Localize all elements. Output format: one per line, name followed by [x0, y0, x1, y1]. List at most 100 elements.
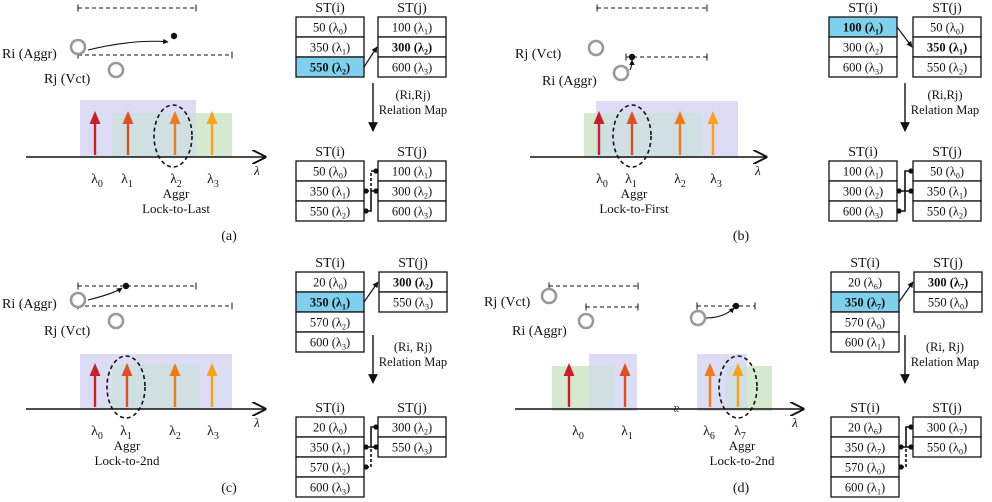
top-st-j-row-text: 50 (λ0): [930, 21, 964, 37]
wavelength-label: λ3: [710, 172, 722, 190]
bottom-st-i-row-cell: [830, 476, 900, 498]
tuning-curve-arrow: [629, 59, 635, 71]
top-st-i-row-text: 350 (λ7): [845, 296, 885, 312]
relation-link-dot: [898, 444, 904, 450]
relation-map-label: Relation Map: [379, 355, 447, 369]
router-b-label: Rj (Vct): [44, 72, 91, 87]
wavelength-arrowhead: [169, 111, 181, 124]
top-st-j-header: ST(j): [397, 1, 427, 16]
bottom-st-i-row-text: 570 (λ0): [845, 461, 885, 477]
wavelength-arrowhead: [707, 111, 719, 124]
relation-link-dot: [373, 188, 379, 194]
caption-line-1: Aggr: [163, 186, 190, 201]
relation-link: [366, 426, 376, 448]
selected-wavelength-ellipse: [718, 355, 758, 419]
top-st-j-header: ST(j): [933, 256, 963, 271]
tuning-curve-arrow: [705, 307, 735, 319]
lock-mapping-arrow: [363, 281, 379, 303]
bottom-st-i-row-text: 600 (λ3): [310, 481, 350, 497]
top-st-i-row-text: 350 (λ1): [310, 296, 350, 312]
top-st-j-row-text: 300 (λ2): [393, 276, 433, 292]
wavelength-label: λ0: [596, 172, 608, 190]
axis-lambda-label: λ: [754, 163, 761, 178]
bottom-st-i-header: ST(i): [315, 145, 345, 160]
caption-line-2: Lock-to-First: [599, 201, 669, 216]
axis-break-mark: ≈: [669, 405, 684, 412]
wavelength-label: λ1: [621, 424, 633, 442]
router-a-node: [69, 291, 87, 309]
relation-map-label: Relation Map: [911, 355, 979, 369]
wavelength-label: λ2: [674, 172, 686, 190]
wavelength-arrowhead: [593, 111, 605, 124]
relation-link: [901, 426, 911, 448]
lock-mapping-arrow: [363, 46, 378, 68]
axis-lambda-label: λ: [791, 415, 798, 430]
relation-link-dot: [908, 188, 914, 194]
wavelength-label: λ1: [121, 172, 133, 190]
selected-wavelength-ellipse: [153, 104, 193, 168]
selected-wavelength-ellipse: [612, 104, 652, 168]
bottom-st-j-row-text: 550 (λ3): [392, 441, 432, 457]
bottom-st-i-header: ST(i): [315, 401, 345, 416]
wavelength-label: λ6: [703, 424, 715, 442]
tuning-curve-arrow: [87, 287, 123, 301]
router-b-label: Rj (Vct): [44, 324, 91, 339]
top-st-i-row-cell: [830, 331, 900, 353]
router-b-label: Ri (Aggr): [512, 324, 567, 339]
wavelength-arrowhead: [619, 363, 631, 376]
router-a-node: [587, 39, 605, 57]
caption-line-1: Aggr: [729, 438, 756, 453]
bottom-st-i-row-text: 570 (λ2): [310, 461, 350, 477]
wavelength-arrowhead: [563, 363, 575, 376]
bottom-st-i-row-text: 350 (λ7): [845, 441, 885, 457]
relation-map-label: (Ri, Rj): [926, 340, 964, 354]
relation-link: [366, 170, 376, 192]
wavelength-arrowhead: [206, 111, 218, 124]
bottom-st-i-row-text: 550 (λ2): [310, 205, 350, 221]
relation-link-dot: [373, 168, 379, 174]
tuning-position-dot: [732, 302, 740, 310]
router-a-node: [540, 287, 558, 305]
bottom-st-j-row-text: 300 (λ7): [927, 421, 967, 437]
bottom-st-i-row-text: 20 (λ6): [848, 421, 882, 437]
relation-link: [901, 446, 911, 468]
relation-link: [366, 190, 376, 212]
router-a-node: [69, 38, 87, 56]
top-st-i-row-cell: [295, 331, 365, 353]
top-st-j-row-cell: [913, 291, 983, 313]
relation-link-dot: [908, 424, 914, 430]
wavelength-arrowhead: [89, 363, 101, 376]
bottom-st-i-row-text: 50 (λ0): [313, 165, 347, 181]
bottom-st-j-row-text: 300 (λ2): [392, 185, 432, 201]
relation-link-dot: [896, 208, 902, 214]
relation-link: [366, 446, 376, 468]
bottom-st-i-header: ST(i): [850, 401, 880, 416]
top-st-j-header: ST(j): [398, 256, 428, 271]
router-a-label: Ri (Aggr): [2, 297, 57, 312]
top-st-i-row-text: 350 (λ1): [310, 41, 350, 57]
bottom-st-i-row-text: 600 (λ3): [843, 205, 883, 221]
axis-lambda-label: λ: [253, 163, 260, 178]
tuning-curve-arrow: [87, 38, 169, 51]
relation-link-dot: [896, 188, 902, 194]
top-st-i-header: ST(i): [850, 256, 880, 271]
top-st-i-row-text: 20 (λ6): [848, 276, 882, 292]
bottom-st-i-row-text: 20 (λ0): [313, 421, 347, 437]
caption-line-2: Lock-to-Last: [142, 201, 210, 216]
wavelength-arrowhead: [732, 363, 744, 376]
top-st-i-row-text: 570 (λ2): [310, 316, 350, 332]
bottom-st-j-header: ST(j): [397, 145, 427, 160]
bottom-st-i-row-text: 350 (λ1): [310, 185, 350, 201]
wavelength-label: λ7: [734, 424, 746, 442]
relation-link-dot: [908, 444, 914, 450]
wavelength-arrowhead: [121, 363, 133, 376]
top-st-i-row-text: 600 (λ3): [843, 61, 883, 77]
relation-map-label: (Ri,Rj): [395, 88, 430, 102]
wavelength-arrowhead: [89, 111, 101, 124]
top-st-j-row-cell: [912, 56, 982, 78]
top-st-j-header: ST(j): [932, 1, 962, 16]
wavelength-label: λ3: [207, 424, 219, 442]
top-st-j-row-cell: [378, 291, 448, 313]
